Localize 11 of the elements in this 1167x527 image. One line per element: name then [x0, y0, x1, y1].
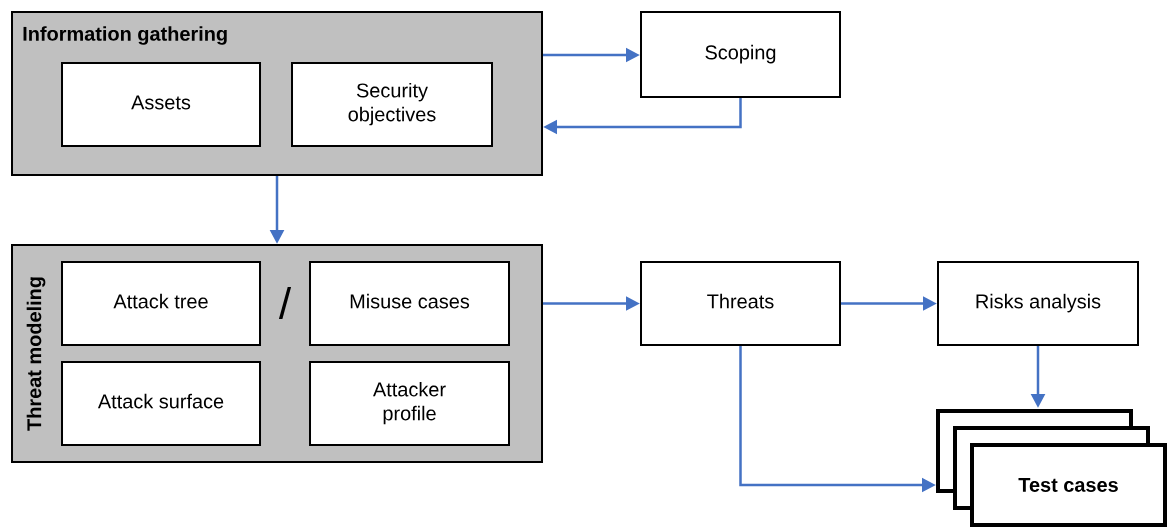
process-box: Attack tree	[61, 261, 261, 346]
process-box: Assets	[61, 62, 261, 147]
document-stack: Test cases	[936, 409, 1167, 527]
process-box: Misuse cases	[309, 261, 510, 346]
process-box: Risks analysis	[937, 261, 1139, 346]
slash-separator: /	[278, 286, 292, 320]
process-box: Security objectives	[291, 62, 493, 147]
process-box: Attacker profile	[309, 361, 510, 446]
process-box: Attack surface	[61, 361, 261, 446]
process-box: Scoping	[640, 11, 841, 98]
process-box: Threats	[640, 261, 841, 346]
